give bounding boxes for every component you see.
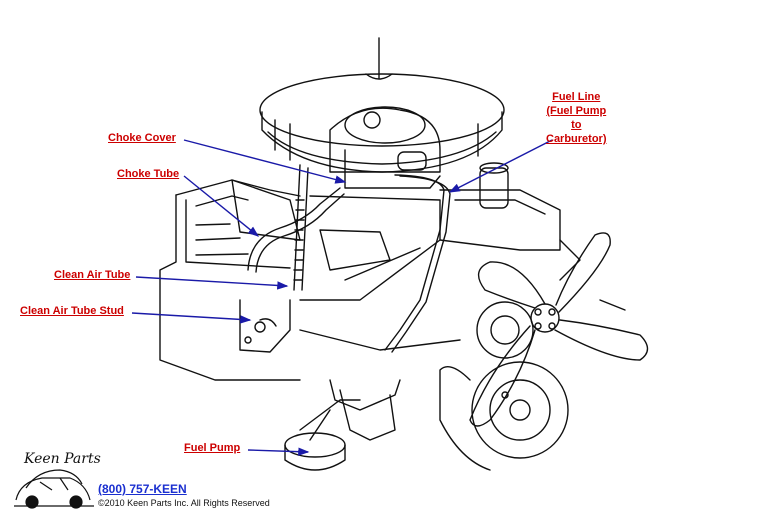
callout-fuel-pump[interactable]: Fuel Pump <box>184 442 241 454</box>
callout-fuel-line[interactable]: Fuel Line (Fuel Pump to Carburetor) <box>546 90 607 146</box>
logo-wordmark: Keen Parts <box>24 451 101 467</box>
keen-parts-logo <box>14 469 94 509</box>
callout-clean-air-tube-stud[interactable]: Clean Air Tube Stud <box>20 305 124 317</box>
callout-clean-air-tube[interactable]: Clean Air Tube <box>54 269 131 281</box>
leader-lines <box>131 139 553 456</box>
callout-fuel-line-1: Fuel Line <box>552 91 601 103</box>
leader-fuel-pump <box>247 447 310 456</box>
leader-choke-cover <box>183 139 347 184</box>
callout-fuel-line-4: Carburetor) <box>546 133 607 145</box>
copyright-text: ©2010 Keen Parts Inc. All Rights Reserve… <box>98 498 270 508</box>
callout-choke-tube[interactable]: Choke Tube <box>117 168 180 180</box>
leader-fuel-line <box>448 139 553 193</box>
leader-clean-air-tube-stud <box>131 312 252 324</box>
leader-clean-air-tube <box>135 276 289 290</box>
leader-choke-tube <box>183 175 260 237</box>
callout-fuel-line-2: (Fuel Pump <box>546 105 607 117</box>
callout-choke-cover[interactable]: Choke Cover <box>108 132 176 144</box>
callout-fuel-line-3: to <box>571 119 582 131</box>
phone-link[interactable]: (800) 757-KEEN <box>98 482 187 496</box>
